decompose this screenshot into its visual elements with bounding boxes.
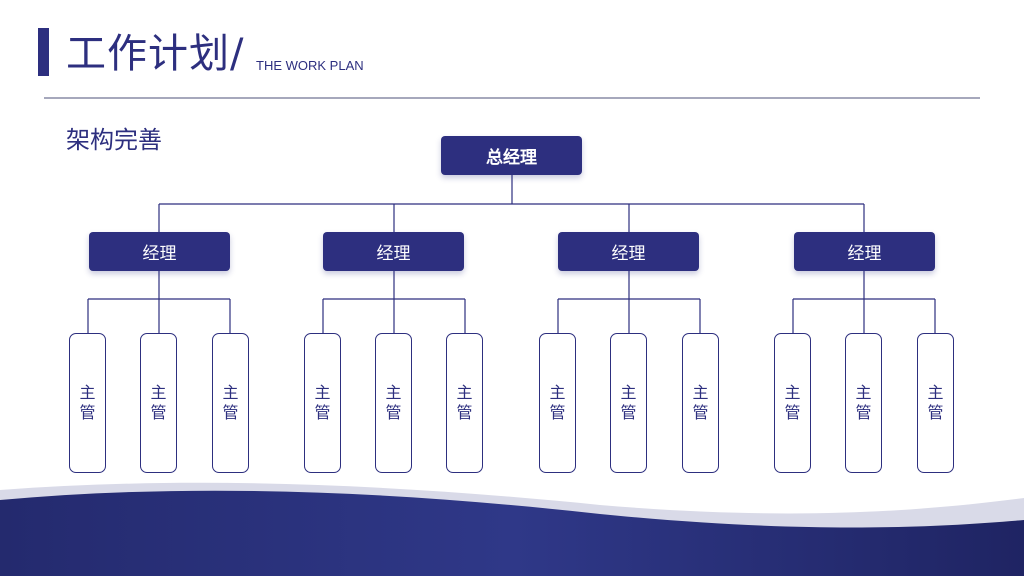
org-node-label: 经理 <box>847 244 882 264</box>
org-node-manager: 经理 <box>558 232 699 271</box>
org-node-supervisor: 主管 <box>774 333 811 473</box>
header-divider <box>44 97 980 99</box>
org-node-supervisor: 主管 <box>140 333 177 473</box>
title-accent-bar <box>38 28 49 76</box>
org-node-label: 总经理 <box>486 148 537 168</box>
org-node-label: 经理 <box>142 244 177 264</box>
footer-wave <box>0 482 1024 576</box>
org-node-supervisor: 主管 <box>446 333 483 473</box>
org-node-label: 主管 <box>222 383 239 422</box>
section-title: 架构完善 <box>66 126 162 154</box>
org-node-manager: 经理 <box>323 232 464 271</box>
org-node-label: 主管 <box>79 383 96 422</box>
org-node-label: 主管 <box>692 383 709 422</box>
org-node-supervisor: 主管 <box>69 333 106 473</box>
org-node-label: 主管 <box>314 383 331 422</box>
page-title: 工作计划/ <box>66 31 245 77</box>
org-node-supervisor: 主管 <box>682 333 719 473</box>
org-node-supervisor: 主管 <box>212 333 249 473</box>
org-node-supervisor: 主管 <box>845 333 882 473</box>
org-node-label: 主管 <box>456 383 473 422</box>
org-node-label: 经理 <box>611 244 646 264</box>
org-node-manager: 经理 <box>794 232 935 271</box>
page-subtitle: THE WORK PLAN <box>256 58 364 73</box>
org-node-supervisor: 主管 <box>539 333 576 473</box>
org-node-label: 主管 <box>385 383 402 422</box>
org-node-supervisor: 主管 <box>304 333 341 473</box>
org-node-label: 主管 <box>784 383 801 422</box>
org-node-label: 经理 <box>376 244 411 264</box>
org-node-label: 主管 <box>620 383 637 422</box>
org-node-general-manager: 总经理 <box>441 136 582 175</box>
org-node-supervisor: 主管 <box>610 333 647 473</box>
org-node-label: 主管 <box>927 383 944 422</box>
org-node-manager: 经理 <box>89 232 230 271</box>
org-node-label: 主管 <box>855 383 872 422</box>
org-node-label: 主管 <box>549 383 566 422</box>
org-node-supervisor: 主管 <box>917 333 954 473</box>
org-node-label: 主管 <box>150 383 167 422</box>
org-node-supervisor: 主管 <box>375 333 412 473</box>
